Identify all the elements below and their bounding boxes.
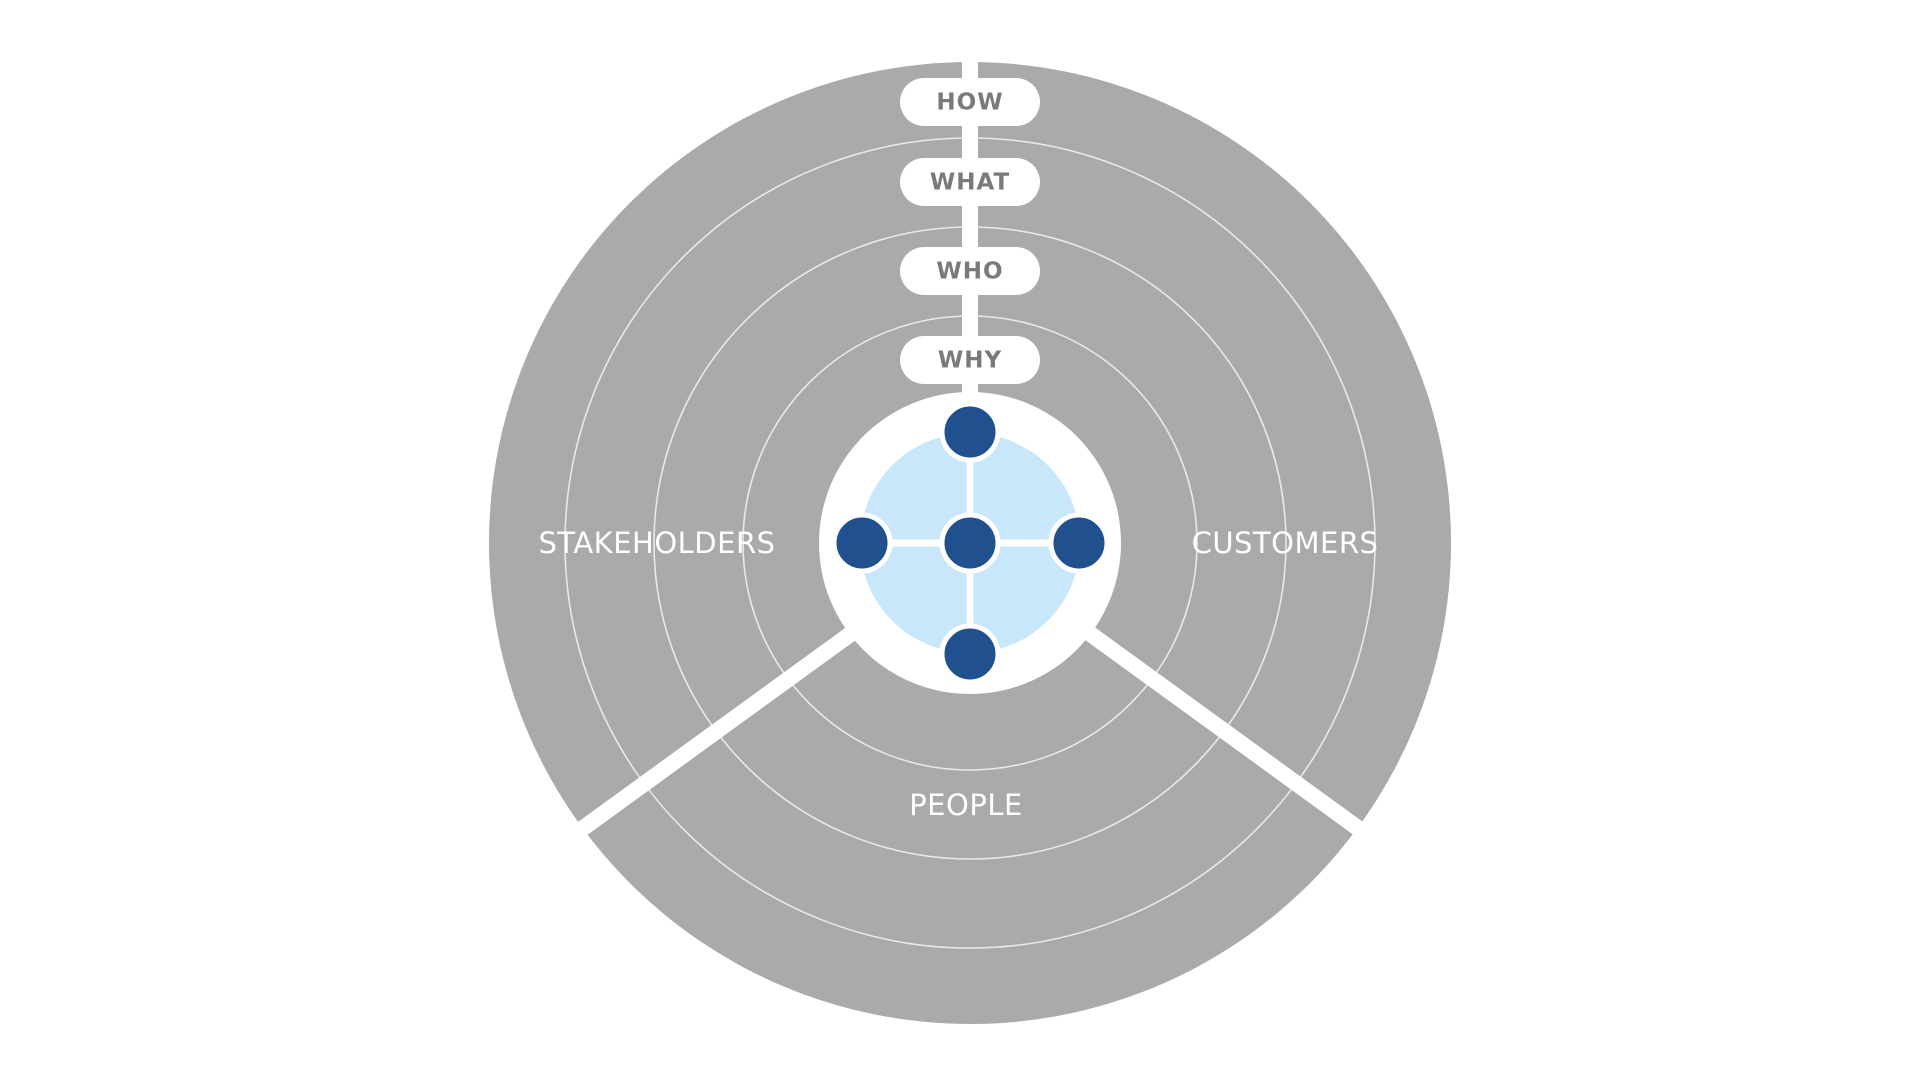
pill-who-label: WHO bbox=[936, 259, 1003, 285]
pill-who: WHO bbox=[900, 247, 1040, 295]
pill-why: WHY bbox=[900, 336, 1040, 384]
separator-left bbox=[570, 623, 861, 841]
core-node-bottom bbox=[939, 623, 1001, 685]
sector-label-customers: CUSTOMERS bbox=[1192, 526, 1379, 560]
sector-label-stakeholders: STAKEHOLDERS bbox=[538, 526, 775, 560]
pill-what: WHAT bbox=[900, 158, 1040, 206]
core-node-right bbox=[1048, 512, 1110, 574]
pill-what-label: WHAT bbox=[930, 170, 1010, 196]
pill-how-label: HOW bbox=[936, 90, 1003, 116]
pill-how: HOW bbox=[900, 78, 1040, 126]
core-node-left bbox=[831, 512, 893, 574]
separator-right bbox=[1080, 623, 1371, 841]
pill-why-label: WHY bbox=[938, 348, 1002, 374]
core-node-center bbox=[939, 512, 1001, 574]
sector-label-people: PEOPLE bbox=[909, 788, 1023, 822]
core-node-top bbox=[939, 401, 1001, 463]
